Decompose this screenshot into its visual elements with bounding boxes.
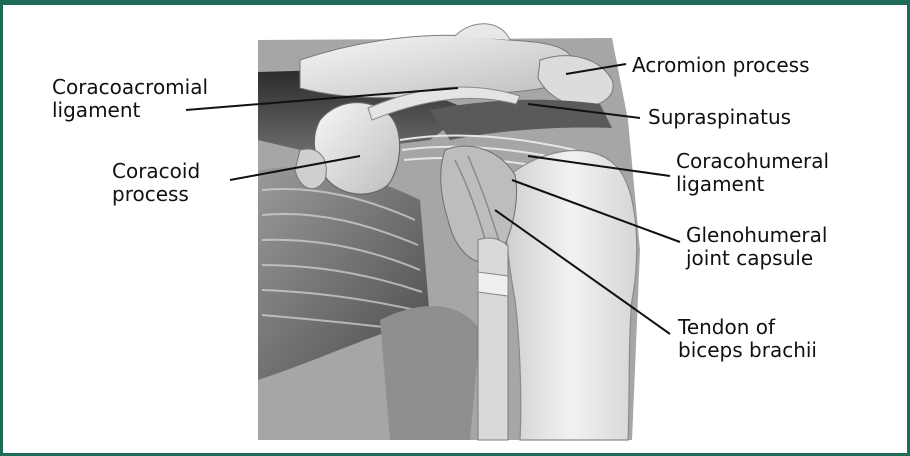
biceps-tendon-shape: [478, 238, 508, 440]
label-supraspinatus: Supraspinatus: [648, 106, 791, 129]
label-acromion-process: Acromion process: [632, 54, 810, 77]
label-glenohumeral-joint-capsule: Glenohumeral joint capsule: [686, 224, 827, 270]
label-coracohumeral-ligament: Coracohumeral ligament: [676, 150, 829, 196]
label-coracoacromial-ligament: Coracoacromial ligament: [52, 76, 208, 122]
label-coracoid-process: Coracoid process: [112, 160, 200, 206]
lower-muscle-shape: [380, 306, 480, 440]
label-tendon-of-biceps-brachii: Tendon of biceps brachii: [678, 316, 817, 362]
